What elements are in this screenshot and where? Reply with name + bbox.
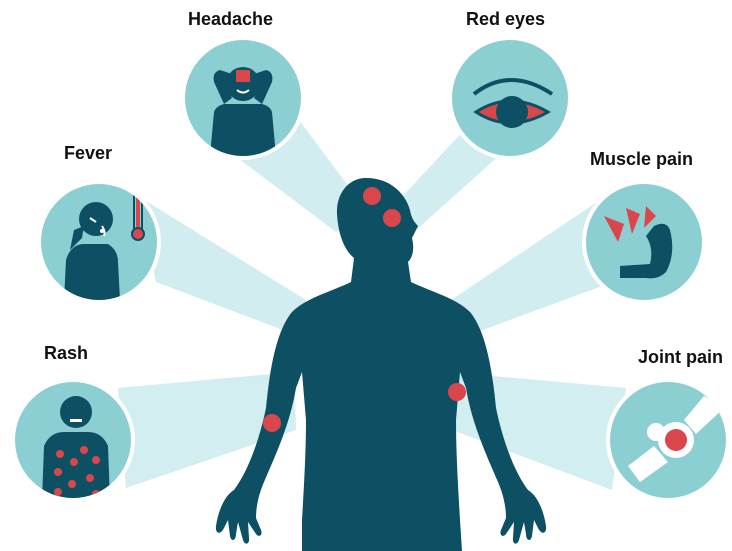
head-spot-top xyxy=(363,187,381,205)
joint-pain-label: Joint pain xyxy=(638,346,723,368)
red-eyes-label: Red eyes xyxy=(466,8,545,30)
elbow-spot-right xyxy=(448,383,466,401)
headache-label: Headache xyxy=(188,8,273,30)
rash-label: Rash xyxy=(44,342,88,364)
fever-thermometer-icon xyxy=(37,180,161,304)
head-spot-temple xyxy=(383,209,401,227)
muscle-pain-label: Muscle pain xyxy=(590,148,693,170)
joint-pain-icon xyxy=(606,378,730,502)
elbow-spot-left xyxy=(263,414,281,432)
fever-label: Fever xyxy=(64,142,112,164)
body-silhouette xyxy=(216,178,546,551)
human-body-figure xyxy=(216,178,546,551)
red-eye-icon xyxy=(448,36,572,160)
headache-icon xyxy=(181,36,305,160)
muscle-pain-icon xyxy=(582,180,706,304)
beam-fever xyxy=(138,196,306,338)
rash-icon xyxy=(11,378,135,502)
